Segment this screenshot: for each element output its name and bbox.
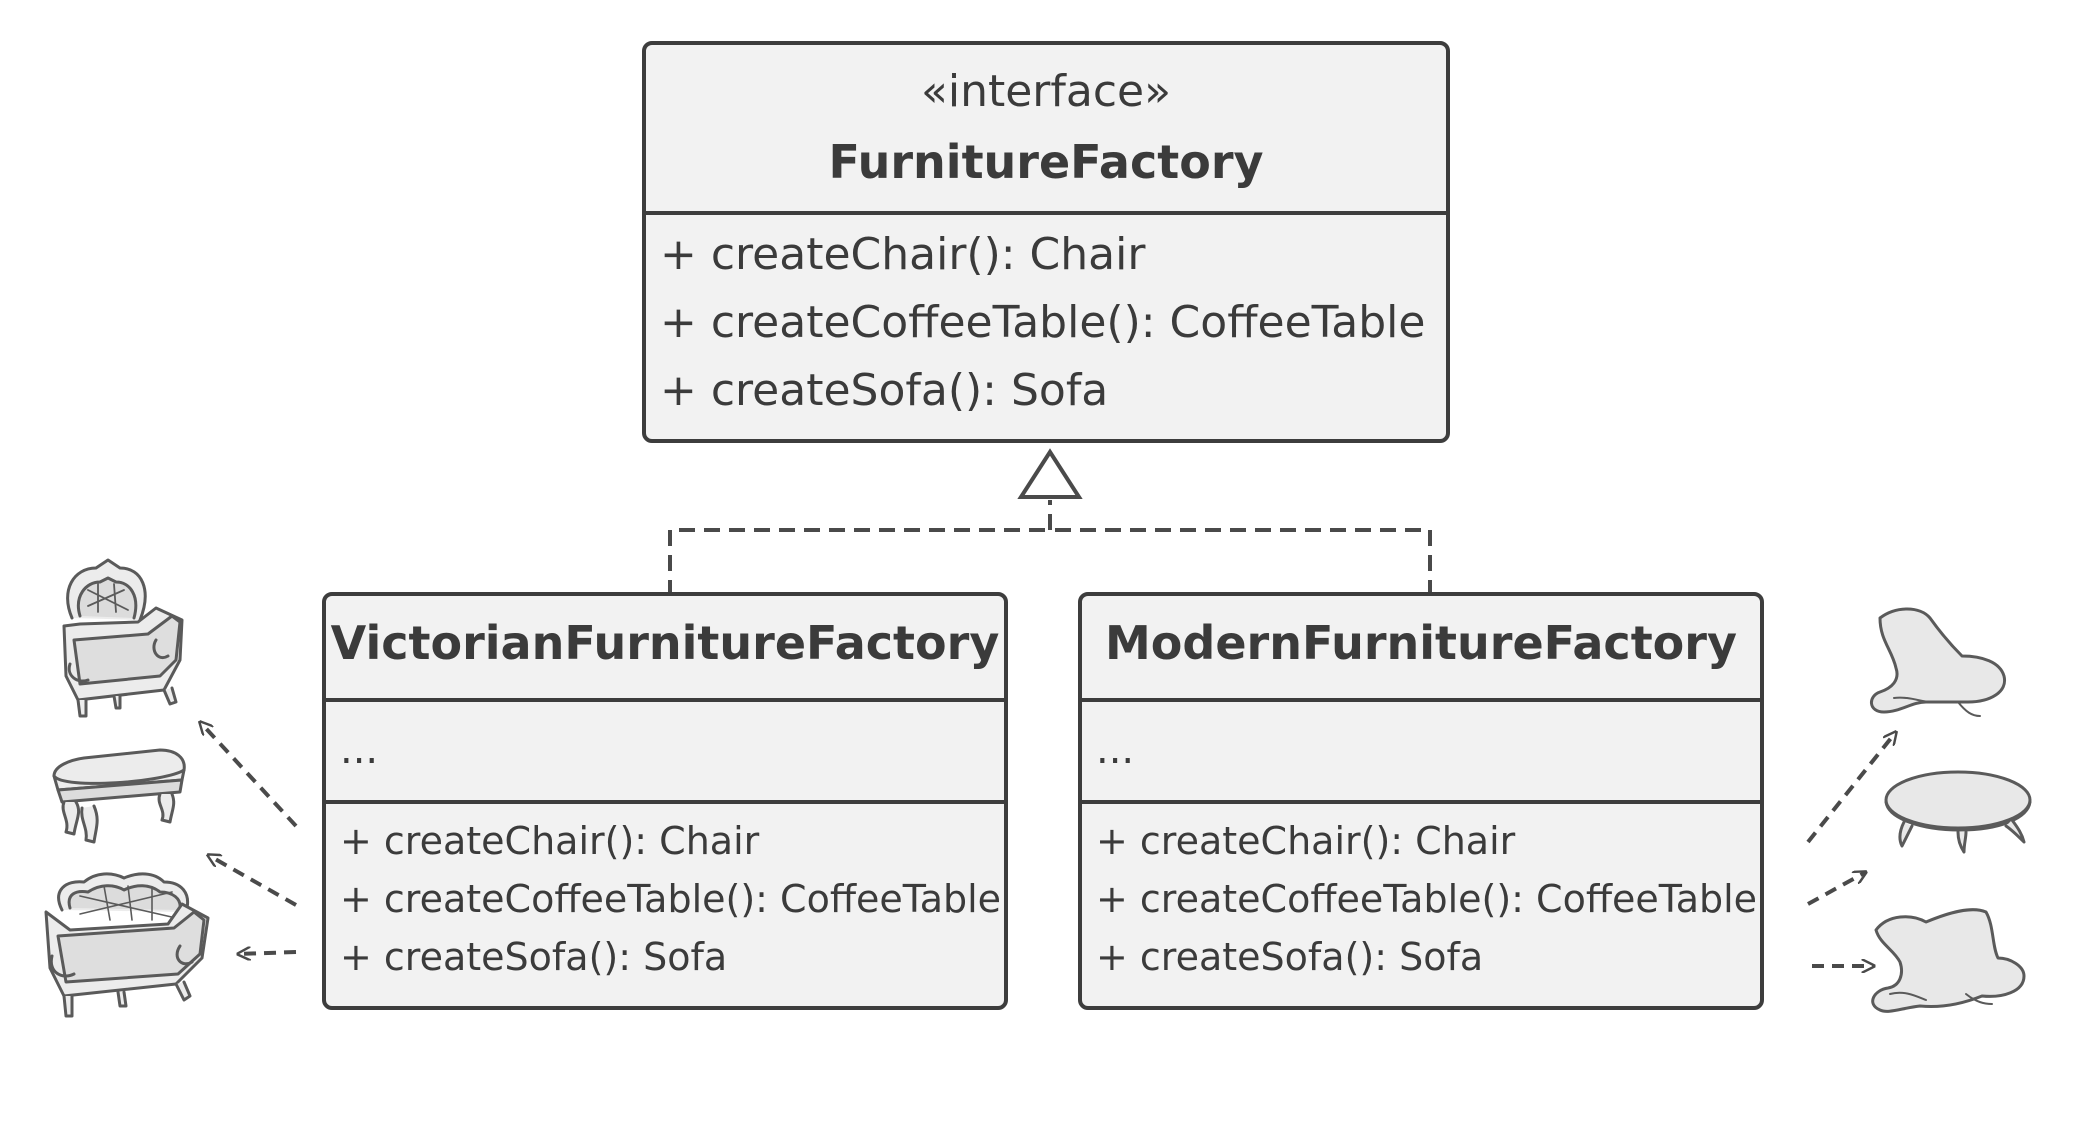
interface-furniture-factory: «interface» FurnitureFactory + createCha… — [642, 41, 1450, 443]
interface-stereotype: «interface» — [920, 66, 1172, 117]
modern-method-create-chair: + createChair(): Chair — [1096, 819, 1516, 863]
dependency-arrow-modern-table — [1807, 872, 1866, 906]
victorian-method-create-chair: + createChair(): Chair — [340, 819, 760, 863]
modern-method-create-sofa: + createSofa(): Sofa — [1096, 935, 1484, 979]
interface-method-create-chair: + createChair(): Chair — [660, 229, 1146, 280]
realization-line-modern — [1050, 528, 1432, 596]
modern-chair-icon — [1870, 607, 2006, 717]
victorian-coffee-table-icon — [52, 748, 186, 844]
victorian-class-name: VictorianFurnitureFactory — [330, 616, 1000, 670]
realization-connector — [668, 500, 1432, 596]
interface-methods: + createChair(): Chair + createCoffeeTab… — [646, 211, 1446, 439]
victorian-sofa-icon — [44, 872, 210, 1018]
modern-sofa-icon — [1871, 908, 2026, 1013]
victorian-method-create-coffee-table: + createCoffeeTable(): CoffeeTable — [340, 877, 1002, 921]
interface-method-create-sofa: + createSofa(): Sofa — [660, 365, 1109, 416]
dependency-arrow-modern-chair — [1806, 732, 1896, 844]
victorian-chair-icon — [62, 558, 184, 718]
modern-header: ModernFurnitureFactory — [1082, 596, 1760, 698]
interface-header: «interface» FurnitureFactory — [646, 45, 1446, 211]
class-victorian-furniture-factory: VictorianFurnitureFactory ... + createCh… — [322, 592, 1008, 1010]
realization-triangle-icon — [1017, 448, 1083, 499]
modern-coffee-table-icon — [1884, 770, 2032, 854]
victorian-fields: ... — [326, 698, 1004, 800]
interface-class-name: FurnitureFactory — [828, 135, 1264, 189]
class-modern-furniture-factory: ModernFurnitureFactory ... + createChair… — [1078, 592, 1764, 1010]
modern-fields: ... — [1082, 698, 1760, 800]
victorian-fields-ellipsis: ... — [340, 727, 379, 773]
interface-method-create-coffee-table: + createCoffeeTable(): CoffeeTable — [660, 297, 1426, 348]
victorian-header: VictorianFurnitureFactory — [326, 596, 1004, 698]
victorian-method-create-sofa: + createSofa(): Sofa — [340, 935, 728, 979]
realization-line-victorian — [668, 528, 1050, 596]
dependency-arrow-victorian-table — [208, 855, 297, 907]
dependency-arrow-victorian-chair — [200, 722, 298, 828]
modern-fields-ellipsis: ... — [1096, 727, 1135, 773]
victorian-methods: + createChair(): Chair + createCoffeeTab… — [326, 800, 1004, 1006]
modern-class-name: ModernFurnitureFactory — [1105, 616, 1737, 670]
modern-methods: + createChair(): Chair + createCoffeeTab… — [1082, 800, 1760, 1006]
modern-method-create-coffee-table: + createCoffeeTable(): CoffeeTable — [1096, 877, 1758, 921]
dependency-arrow-victorian-sofa — [238, 952, 297, 954]
